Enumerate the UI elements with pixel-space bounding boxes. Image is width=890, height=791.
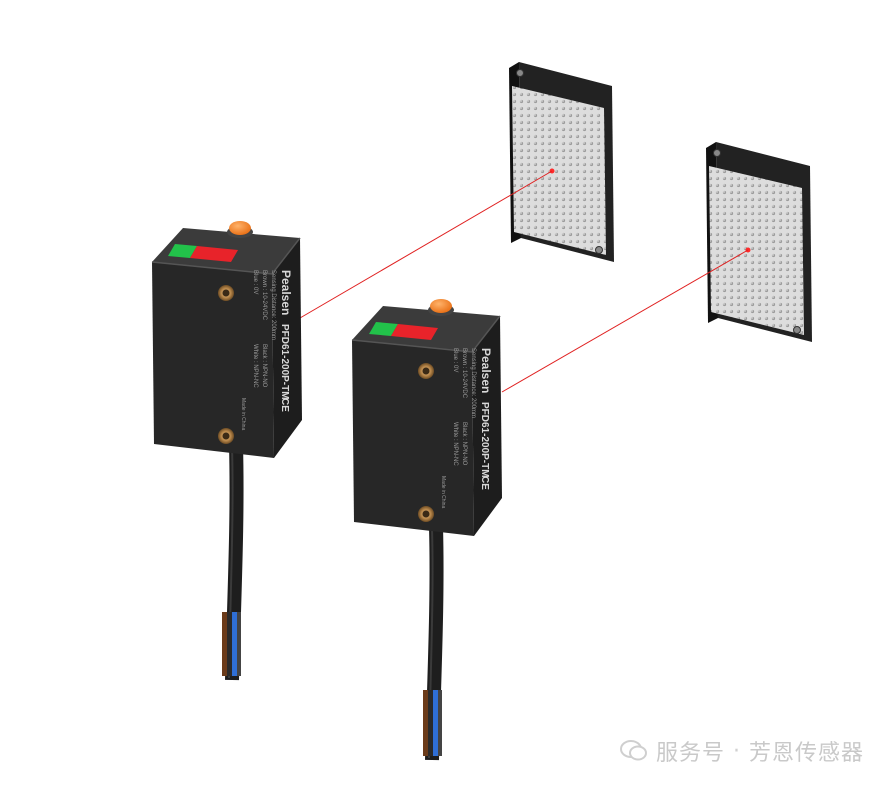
- sensor-2-model: PFD61-200P-TM: [479, 402, 490, 478]
- sensor-1-wire-brown: Brown : 10-24VDC: [261, 270, 267, 321]
- watermark-account: 服务号: [655, 741, 725, 766]
- sensor-1-wire-black: Black : NPN-NO: [261, 344, 267, 388]
- sensor-1-wire-blue: Blue : 0V: [252, 270, 258, 294]
- sensor-2-sensing-distance: Sensing Distance: 200mm: [470, 348, 476, 418]
- laser-beam-2: [501, 249, 749, 393]
- sensor-1-adjust-button: [229, 221, 251, 235]
- sensor-1-red-led: [190, 246, 238, 262]
- sensor-2: Pealsen PFD61-200P-TM CE Sensing Distanc…: [351, 299, 502, 761]
- sensor-2-green-led: [369, 322, 398, 336]
- sensor-1-brand: Pealsen: [279, 270, 293, 315]
- sensor-2-wire-white: White : NPN-NC: [452, 422, 458, 466]
- sensor-1-wire-white: White : NPN-NC: [252, 344, 258, 388]
- sensor-2-wires: [423, 690, 442, 756]
- watermark: 服务号 · 芳恩传感器: [619, 735, 864, 767]
- sensor-2-made-in: Made in China: [440, 476, 446, 508]
- sensor-1: Pealsen PFD61-200P-TM CE Sensing Distanc…: [151, 221, 302, 681]
- sensor-2-wire-brown: Brown : 10-24VDC: [461, 348, 467, 399]
- sensor-2-red-led: [391, 324, 438, 340]
- watermark-name: 芳恩传感器: [748, 741, 864, 766]
- reflector-2: [706, 142, 812, 342]
- sensor-1-sensing-distance: Sensing Distance: 200mm: [270, 270, 276, 340]
- reflector-1: [509, 62, 614, 262]
- wechat-icon: [619, 740, 648, 762]
- sensor-2-wire-blue: Blue : 0V: [452, 348, 458, 372]
- sensor-1-green-led: [168, 244, 197, 258]
- watermark-separator: ·: [732, 738, 741, 764]
- sensor-2-ce: CE: [479, 476, 490, 490]
- sensor-2-brand: Pealsen: [479, 348, 493, 393]
- sensor-1-made-in: Made in China: [240, 398, 246, 430]
- sensor-2-adjust-button: [430, 299, 452, 313]
- sensor-1-model: PFD61-200P-TM: [279, 324, 290, 400]
- sensor-2-wire-black: Black : NPN-NO: [461, 422, 467, 466]
- laser-beam-1: [299, 170, 553, 319]
- sensor-1-ce: CE: [279, 398, 290, 412]
- sensor-1-wires: [222, 612, 241, 676]
